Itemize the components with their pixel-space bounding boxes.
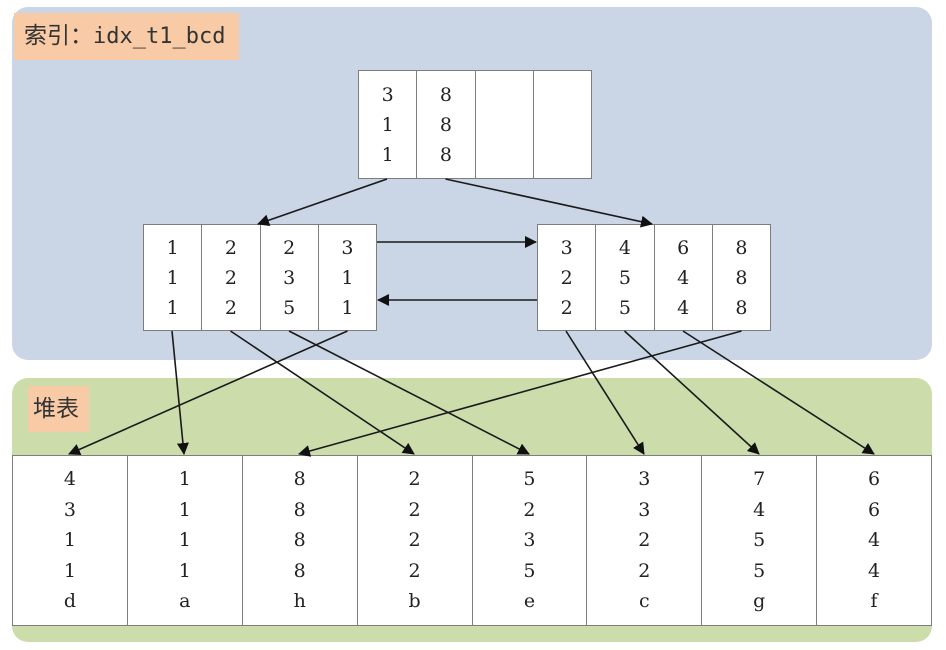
leaf-left-value: 2	[224, 266, 237, 289]
heap-row-value: 6	[868, 468, 881, 491]
leaf-right-cell: 3 2 2	[538, 225, 597, 330]
heap-row-value: 5	[523, 468, 536, 491]
leaf-left-value: 1	[341, 266, 354, 289]
heap-row-value: 6	[868, 498, 881, 521]
root-node-value: 8	[439, 83, 452, 106]
leaf-right-value: 8	[735, 296, 748, 319]
leaf-right-value: 4	[677, 296, 690, 319]
leaf-right-value: 5	[618, 266, 631, 289]
leaf-left-value: 3	[341, 236, 354, 259]
heap-row-value: 2	[408, 468, 421, 491]
heap-row-value: 1	[178, 468, 191, 491]
root-node-cell	[476, 71, 534, 178]
leaf-left-value: 1	[341, 296, 354, 319]
heap-row-cell: 4 3 1 1 d	[13, 456, 128, 625]
leaf-left-cell: 2 3 5	[261, 225, 319, 330]
index-name: idx_t1_bcd	[93, 24, 226, 49]
heap-row-cell: 7 4 5 5 g	[702, 456, 818, 625]
root-node-value: 8	[439, 113, 452, 136]
heap-row-value: 2	[408, 498, 421, 521]
heap-row-value: 4	[753, 498, 766, 521]
heap-row-value: 3	[638, 468, 651, 491]
heap-row-value: 1	[63, 559, 76, 582]
heap-row-value: 2	[523, 498, 536, 521]
leaf-left-cell: 1 1 1	[144, 225, 203, 330]
heap-row-cell: 5 2 3 5 e	[473, 456, 588, 625]
heap-row-value: 3	[523, 529, 536, 552]
heap-label: 堆表	[28, 386, 89, 432]
heap-row-value: 4	[868, 559, 881, 582]
heap-row-value: 1	[178, 559, 191, 582]
leaf-right-value: 2	[560, 296, 573, 319]
heap-row-value: 8	[293, 559, 306, 582]
heap-row-value: a	[179, 590, 191, 613]
heap-row-value: 2	[408, 559, 421, 582]
leaf-left-value: 1	[166, 296, 179, 319]
root-node-value: 1	[381, 113, 394, 136]
leaf-right-value: 8	[735, 236, 748, 259]
leaf-right-cell: 8 8 8	[713, 225, 770, 330]
heap-table: 4 3 1 1 d 1 1 1 1 a 8 8 8 8 h 2 2 2 2 b 5 2 3 5 e 3 3 2 2 c 7 4 5 5 g 6 6 4 4 f	[12, 455, 932, 626]
root-node: 3 1 1 8 8 8	[358, 70, 592, 179]
leaf-left-value: 1	[166, 236, 179, 259]
heap-row-value: 2	[408, 529, 421, 552]
leaf-right-value: 2	[560, 266, 573, 289]
heap-row-value: g	[753, 590, 766, 613]
heap-row-value: 1	[178, 498, 191, 521]
leaf-left-value: 2	[283, 236, 296, 259]
heap-row-value: 4	[868, 529, 881, 552]
heap-row-value: 8	[293, 529, 306, 552]
root-node-cell	[534, 71, 591, 178]
leaf-right-value: 6	[677, 236, 690, 259]
heap-row-value: 5	[523, 559, 536, 582]
leaf-node-right: 3 2 2 4 5 5 6 4 4 8 8 8	[537, 224, 771, 331]
heap-row-value: h	[293, 590, 306, 613]
root-node-value: 1	[381, 143, 394, 166]
heap-row-cell: 3 3 2 2 c	[587, 456, 703, 625]
leaf-left-value: 2	[224, 296, 237, 319]
heap-row-value: 1	[178, 529, 191, 552]
heap-row-value: 3	[638, 498, 651, 521]
heap-row-cell: 2 2 2 2 b	[358, 456, 473, 625]
leaf-left-value: 2	[224, 236, 237, 259]
leaf-left-cell: 3 1 1	[319, 225, 376, 330]
heap-row-value: 5	[753, 529, 766, 552]
root-node-cell: 3 1 1	[359, 71, 418, 178]
heap-row-cell: 8 8 8 8 h	[243, 456, 358, 625]
root-node-value: 3	[381, 83, 394, 106]
heap-row-value: 1	[63, 529, 76, 552]
leaf-right-value: 3	[560, 236, 573, 259]
root-node-cell: 8 8 8	[417, 71, 476, 178]
leaf-left-value: 1	[166, 266, 179, 289]
heap-row-value: 2	[638, 559, 651, 582]
leaf-right-value: 5	[618, 296, 631, 319]
leaf-right-value: 8	[735, 266, 748, 289]
heap-row-value: e	[523, 590, 536, 613]
leaf-right-value: 4	[677, 266, 690, 289]
heap-row-value: b	[408, 590, 421, 613]
heap-row-cell: 1 1 1 1 a	[128, 456, 243, 625]
heap-row-value: 8	[293, 498, 306, 521]
leaf-left-value: 5	[283, 296, 296, 319]
heap-row-value: c	[638, 590, 650, 613]
heap-row-cell: 6 6 4 4 f	[817, 456, 931, 625]
heap-row-value: 4	[63, 468, 76, 491]
heap-row-value: 3	[63, 498, 76, 521]
index-label-prefix: 索引：	[24, 23, 93, 49]
leaf-left-value: 3	[283, 266, 296, 289]
leaf-right-cell: 4 5 5	[596, 225, 655, 330]
leaf-right-cell: 6 4 4	[655, 225, 713, 330]
heap-row-value: 8	[293, 468, 306, 491]
leaf-node-left: 1 1 1 2 2 2 2 3 5 3 1 1	[143, 224, 377, 331]
leaf-left-cell: 2 2 2	[202, 225, 261, 330]
leaf-right-value: 4	[618, 236, 631, 259]
heap-row-value: 2	[638, 529, 651, 552]
heap-row-value: 5	[753, 559, 766, 582]
heap-row-value: d	[63, 590, 77, 613]
heap-row-value: f	[870, 590, 878, 613]
root-node-value: 8	[439, 143, 452, 166]
index-label: 索引：idx_t1_bcd	[14, 13, 240, 60]
heap-row-value: 7	[753, 468, 766, 491]
